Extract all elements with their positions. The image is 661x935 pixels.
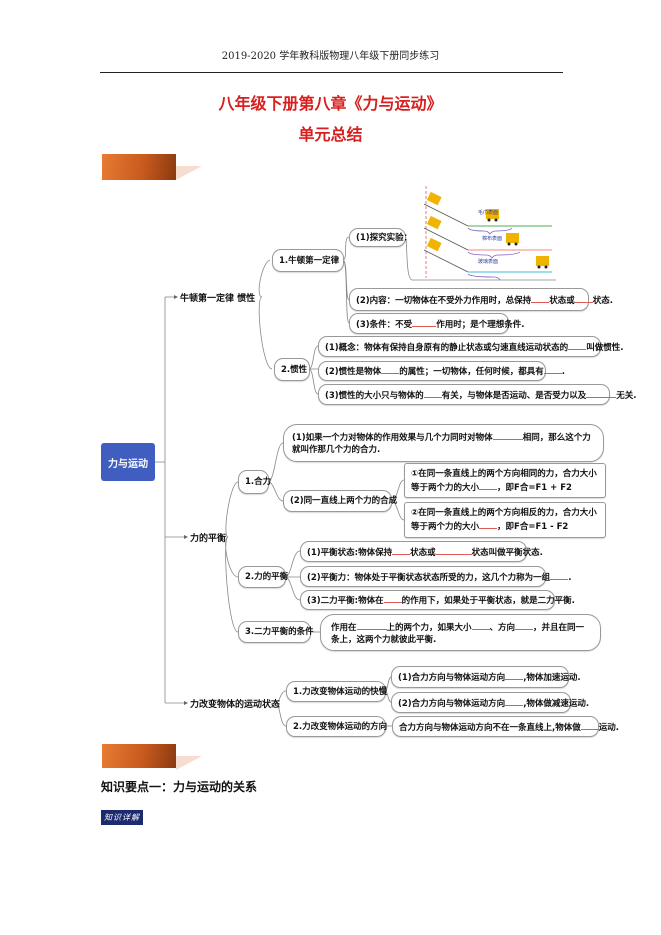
node-same-direction[interactable]: ①在同一条直线上的两个方向相同的力，合力大小等于两个力的大小，即F合=F1 + … bbox=[404, 463, 606, 498]
fill-in-blank[interactable] bbox=[381, 364, 400, 374]
fill-in-blank[interactable] bbox=[580, 720, 599, 730]
equilibrium-bracket bbox=[284, 550, 301, 601]
fill-in-blank[interactable] bbox=[574, 293, 593, 303]
newton-bracket bbox=[258, 259, 273, 370]
cart-icon bbox=[426, 191, 442, 206]
node-newton-first-law[interactable]: 1.牛顿第一定律 bbox=[272, 249, 344, 272]
sameline-bracket bbox=[390, 479, 405, 521]
branch-force-balance[interactable]: 力的平衡 bbox=[190, 534, 227, 544]
cart-ramp-illustration: 毛巾表面 棉布表面 玻璃表面 bbox=[423, 186, 552, 280]
surface-label: 棉布表面 bbox=[482, 235, 502, 242]
ramp-cotton bbox=[423, 215, 552, 259]
node-law-content[interactable]: (2)内容：一切物体在不受外力作用时，总保持状态或状态. bbox=[349, 288, 613, 311]
surface-label: 毛巾表面 bbox=[478, 209, 498, 216]
fill-in-blank[interactable] bbox=[531, 293, 550, 303]
node-opposite-direction[interactable]: ②在同一条直线上的两个方向相反的力，合力大小等于两个力的大小，即F合=F1 - … bbox=[404, 502, 606, 538]
node-decelerate[interactable]: (2)合力方向与物体运动方向,物体做减速运动. bbox=[391, 692, 589, 713]
unit-summary-title: 单元总结 bbox=[298, 125, 363, 144]
cart-icon bbox=[536, 256, 549, 266]
node-inertia-concept[interactable]: (1)概念：物体有保持自身原有的静止状态或匀速直线运动状态的叫做惯性. bbox=[318, 336, 623, 357]
cart-icon bbox=[426, 237, 442, 252]
node-two-force-balance[interactable]: (3)二力平衡:物体在的作用下，如果处于平衡状态，就是二力平衡. bbox=[300, 590, 575, 610]
arrow-motion bbox=[184, 701, 188, 705]
chapter-title: 八年级下册第八章《力与运动》 bbox=[218, 94, 443, 113]
node-speed-change[interactable]: 1.力改变物体运动的快慢 bbox=[286, 681, 387, 702]
node-balance-condition-text[interactable]: 作用在上的两个力，如果大小、方向，并且在同一条上，这两个力就彼此平衡. bbox=[320, 614, 601, 651]
cart-icon bbox=[426, 215, 442, 230]
branch-newton-inertia[interactable]: 牛顿第一定律 惯性 bbox=[180, 294, 256, 304]
section-banner bbox=[102, 154, 176, 180]
fill-in-blank[interactable] bbox=[383, 593, 402, 603]
knowledge-point-heading: 知识要点一：力与运动的关系 bbox=[101, 780, 258, 794]
inertia-bracket bbox=[308, 345, 319, 395]
banner-shadow-2 bbox=[176, 756, 202, 770]
arrow-newton bbox=[174, 295, 178, 299]
fill-in-blank[interactable] bbox=[471, 620, 490, 630]
ramp-towel bbox=[423, 191, 552, 235]
fill-in-blank[interactable] bbox=[356, 620, 387, 630]
ramp-glass bbox=[423, 237, 552, 280]
node-inertia-magnitude[interactable]: (3)惯性的大小只与物体的有关，与物体是否运动、是否受力以及无关. bbox=[318, 384, 636, 405]
node-inertia-property[interactable]: (2)惯性是物体的属性；一切物体，任何时候，都具有. bbox=[318, 361, 565, 381]
fill-in-blank[interactable] bbox=[515, 620, 534, 630]
banner-shadow bbox=[176, 166, 202, 180]
node-direction-change[interactable]: 2.力改变物体运动的方向 bbox=[286, 716, 387, 737]
fill-in-blank[interactable] bbox=[492, 430, 523, 440]
header-rule bbox=[100, 72, 563, 73]
node-experiment[interactable]: (1)探究实验： bbox=[349, 228, 412, 247]
surface-label: 玻璃表面 bbox=[478, 258, 498, 265]
node-balance-condition[interactable]: 3.二力平衡的条件 bbox=[238, 621, 314, 643]
fill-in-blank[interactable] bbox=[479, 519, 498, 529]
page-header: 2019-2020 学年教科版物理八年级下册同步练习 bbox=[221, 51, 440, 62]
arrow-balance bbox=[184, 535, 188, 539]
fill-in-blank[interactable] bbox=[505, 696, 524, 706]
root-node[interactable]: 力与运动 bbox=[101, 443, 155, 481]
node-resultant-definition[interactable]: (1)如果一个力对物体的作用效果与几个力同时对物体相同，那么这个力就叫作那几个力… bbox=[283, 424, 604, 462]
fill-in-blank[interactable] bbox=[435, 545, 472, 555]
node-law-condition[interactable]: (3)条件：不受作用时；是个理想条件. bbox=[349, 313, 524, 334]
fill-in-blank[interactable] bbox=[479, 480, 498, 490]
fill-in-blank[interactable] bbox=[543, 364, 562, 374]
fill-in-blank[interactable] bbox=[392, 545, 411, 555]
node-balanced-forces[interactable]: (2)平衡力：物体处于平衡状态状态所受的力，这几个力称为一组. bbox=[300, 566, 571, 587]
fill-in-blank[interactable] bbox=[412, 317, 437, 327]
fill-in-blank[interactable] bbox=[568, 340, 587, 350]
balance-bracket bbox=[225, 481, 239, 633]
fill-in-blank[interactable] bbox=[550, 570, 569, 580]
cart-icon bbox=[486, 209, 499, 219]
node-resultant-force[interactable]: 1.合力 bbox=[238, 470, 271, 494]
node-accelerate[interactable]: (1)合力方向与物体运动方向,物体加速运动. bbox=[391, 666, 581, 688]
section-banner-2 bbox=[102, 744, 176, 768]
branch-motion-state[interactable]: 力改变物体的运动状态 bbox=[190, 700, 281, 710]
fill-in-blank[interactable] bbox=[423, 388, 442, 398]
resultant-bracket bbox=[267, 442, 284, 502]
fill-in-blank[interactable] bbox=[505, 670, 524, 680]
node-inertia[interactable]: 2.惯性 bbox=[274, 358, 310, 381]
node-force-equilibrium[interactable]: 2.力的平衡 bbox=[238, 566, 288, 588]
node-curved-motion[interactable]: 合力方向与物体运动方向不在一条直线上,物体做运动. bbox=[392, 716, 619, 737]
cart-icon bbox=[506, 233, 519, 243]
fill-in-blank[interactable] bbox=[586, 388, 617, 398]
node-same-line-composition[interactable]: (2)同一直线上两个力的合成 bbox=[283, 490, 397, 512]
node-equilibrium-state[interactable]: (1)平衡状态:物体保持状态或状态叫做平衡状态. bbox=[300, 541, 543, 562]
motion-bracket bbox=[275, 690, 287, 727]
law-bracket bbox=[342, 236, 350, 324]
knowledge-detail-badge: 知识详解 bbox=[101, 810, 143, 825]
